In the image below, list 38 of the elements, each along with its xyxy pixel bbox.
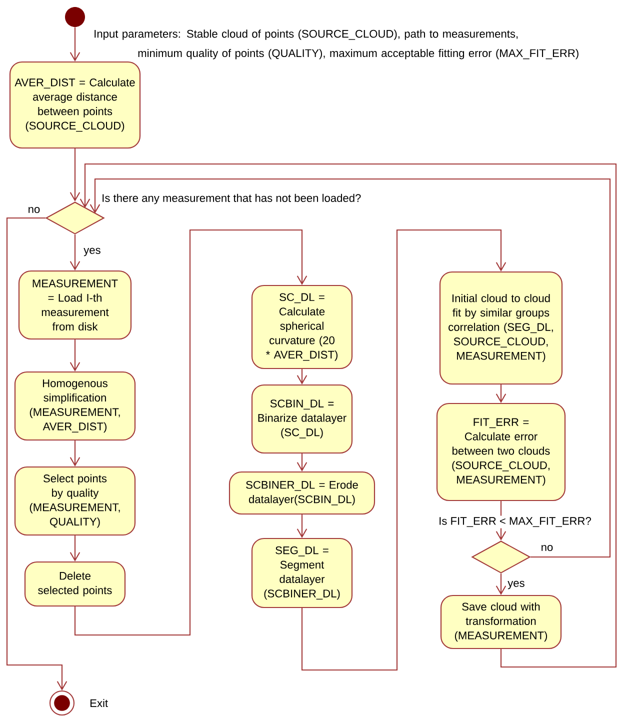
arrow bbox=[296, 369, 308, 384]
arrow bbox=[496, 384, 506, 403]
activity-box: SEG_DL = Segment datalayer (SCBINER_DL) bbox=[251, 538, 353, 608]
activity-box: Initial cloud to cloud fit by similar groups correlation (SEG_DL, SOURCE_CLOUD, MEASUREMENT) bbox=[439, 271, 563, 385]
activity-box: AVER_DIST = Calculate average distance between points (SOURCE_CLOUD) bbox=[9, 61, 141, 149]
activity-box: MEASUREMENT = Load I-th measurement from disk bbox=[18, 270, 132, 340]
arrow bbox=[70, 234, 80, 270]
activity-box: SCBIN_DL = Binarize datalayer (SC_DL) bbox=[251, 384, 353, 454]
activity-box: SC_DL = Calculate spherical curvature (20 * AVER_DIST) bbox=[251, 284, 353, 370]
activity-box: Select points by quality (MEASUREMENT, QUALITY) bbox=[14, 466, 136, 536]
edge-label: no bbox=[540, 544, 554, 552]
arrow bbox=[70, 440, 80, 466]
edge-label: no bbox=[26, 206, 42, 214]
arrow bbox=[70, 148, 80, 202]
activity-box: Delete selected points bbox=[24, 561, 126, 607]
arrow bbox=[496, 574, 506, 595]
activity-box: SCBINER_DL = Erode datalayer(SCBIN_DL) bbox=[228, 471, 376, 515]
arrow bbox=[74, 229, 308, 636]
arrow bbox=[296, 454, 308, 472]
start-node bbox=[65, 7, 85, 27]
activity-box: FIT_ERR = Calculate error between two clouds (SOURCE_CLOUD, MEASUREMENT) bbox=[436, 402, 566, 502]
condition-text: Is there any measurement that has not been loaded? bbox=[100, 192, 363, 206]
arrow bbox=[70, 27, 80, 62]
arrow bbox=[70, 536, 80, 562]
note-text: Input parameters: Stable cloud of points (SOURCE_CLOUD), path to measurements, minimum quality of points (QUALITY), maximum acceptable fitting error (MAX_FIT_ERR) bbox=[94, 30, 578, 60]
condition-text: Exit bbox=[88, 698, 110, 708]
arrow bbox=[6, 217, 68, 690]
arrow bbox=[301, 229, 506, 671]
edge-label: yes bbox=[506, 580, 526, 590]
activity-box: Save cloud with transformation (MEASUREMENT) bbox=[440, 594, 562, 650]
edge-label: yes bbox=[82, 246, 102, 258]
arrow bbox=[70, 340, 80, 372]
arrow bbox=[80, 163, 617, 668]
arrow bbox=[90, 178, 611, 558]
arrow bbox=[296, 514, 308, 538]
activity-box: Homogenous simplification (MEASUREMENT, AVER_DIST) bbox=[14, 371, 136, 441]
condition-text: Is FIT_ERR < MAX_FIT_ERR? bbox=[437, 516, 593, 528]
end-node bbox=[49, 690, 75, 716]
